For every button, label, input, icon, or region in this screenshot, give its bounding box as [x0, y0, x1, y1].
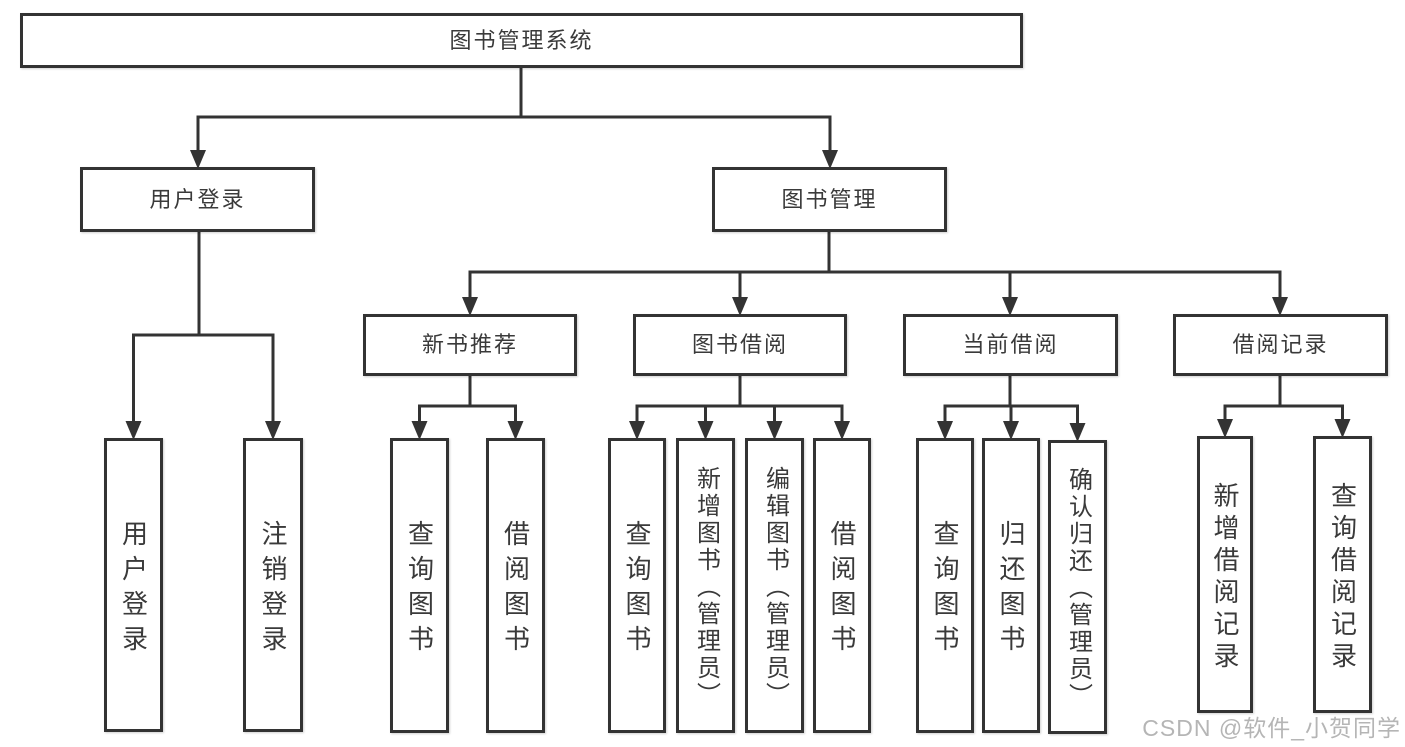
- node-label: 新增图书（管理员）: [692, 465, 720, 709]
- arrowhead-icon: [125, 421, 142, 440]
- node-cb-confirm-return-admin: 确认归还（管理员）: [1048, 440, 1107, 734]
- arrowhead-icon: [507, 421, 524, 440]
- node-label: 图书管理: [781, 186, 878, 212]
- node-current-borrow: 当前借阅: [903, 314, 1118, 376]
- node-label: 图书管理系统: [449, 27, 594, 53]
- arrowhead-icon: [822, 150, 838, 169]
- node-label: 归还图书: [996, 520, 1026, 660]
- node-label: 查询借阅记录: [1327, 481, 1358, 674]
- node-label: 借阅记录: [1232, 332, 1329, 357]
- node-label: 图书借阅: [691, 332, 788, 357]
- arrowhead-icon: [1002, 297, 1018, 316]
- node-label: 编辑图书（管理员）: [761, 465, 789, 709]
- node-bb-edit-books-admin: 编辑图书（管理员）: [745, 438, 804, 733]
- node-login: 用户登录: [104, 438, 163, 732]
- arrowhead-icon: [265, 421, 281, 440]
- node-cb-query-books: 查询图书: [916, 438, 974, 733]
- arrowhead-icon: [766, 421, 783, 440]
- node-label: 注销登录: [258, 519, 288, 660]
- node-label: 用户登录: [118, 519, 149, 660]
- node-label: 用户登录: [149, 186, 246, 212]
- node-bb-query-books: 查询图书: [608, 438, 666, 733]
- arrowhead-icon: [629, 421, 645, 440]
- arrowhead-icon: [1334, 419, 1351, 438]
- node-label: 借阅图书: [827, 520, 857, 660]
- node-br-query-record: 查询借阅记录: [1313, 436, 1372, 713]
- node-book-borrow: 图书借阅: [633, 314, 847, 376]
- node-label: 新增借阅记录: [1210, 481, 1240, 674]
- node-label: 当前借阅: [962, 332, 1059, 357]
- node-book-mgmt: 图书管理: [712, 167, 947, 232]
- node-label: 查询图书: [622, 520, 652, 660]
- node-cb-return-books: 归还图书: [982, 438, 1040, 733]
- node-label: 新书推荐: [421, 332, 518, 357]
- watermark: CSDN @软件_小贺同学: [1142, 715, 1401, 741]
- node-user-login: 用户登录: [80, 167, 315, 232]
- node-label: 借阅图书: [500, 520, 531, 660]
- node-label: 查询图书: [930, 520, 960, 660]
- arrowhead-icon: [462, 297, 478, 316]
- node-label: 确认归还（管理员）: [1064, 467, 1092, 710]
- node-bb-borrow-books: 借阅图书: [813, 438, 871, 733]
- arrowhead-icon: [1272, 297, 1288, 316]
- arrowhead-icon: [834, 421, 850, 440]
- node-bb-add-books-admin: 新增图书（管理员）: [676, 438, 735, 733]
- arrowhead-icon: [190, 150, 206, 169]
- node-logout: 注销登录: [243, 438, 303, 732]
- arrowhead-icon: [1003, 421, 1019, 440]
- arrowhead-icon: [732, 297, 748, 316]
- arrowhead-icon: [411, 421, 428, 440]
- node-rec-borrow-books: 借阅图书: [486, 438, 545, 733]
- arrowhead-icon: [697, 421, 714, 440]
- arrowhead-icon: [937, 421, 953, 440]
- node-rec-query-books: 查询图书: [390, 438, 449, 733]
- node-new-book-rec: 新书推荐: [363, 314, 577, 376]
- arrowhead-icon: [1069, 423, 1086, 442]
- node-root: 图书管理系统: [20, 13, 1023, 68]
- arrowhead-icon: [1217, 419, 1233, 438]
- node-br-add-record: 新增借阅记录: [1197, 436, 1253, 713]
- node-borrow-records: 借阅记录: [1173, 314, 1388, 376]
- node-label: 查询图书: [404, 520, 435, 660]
